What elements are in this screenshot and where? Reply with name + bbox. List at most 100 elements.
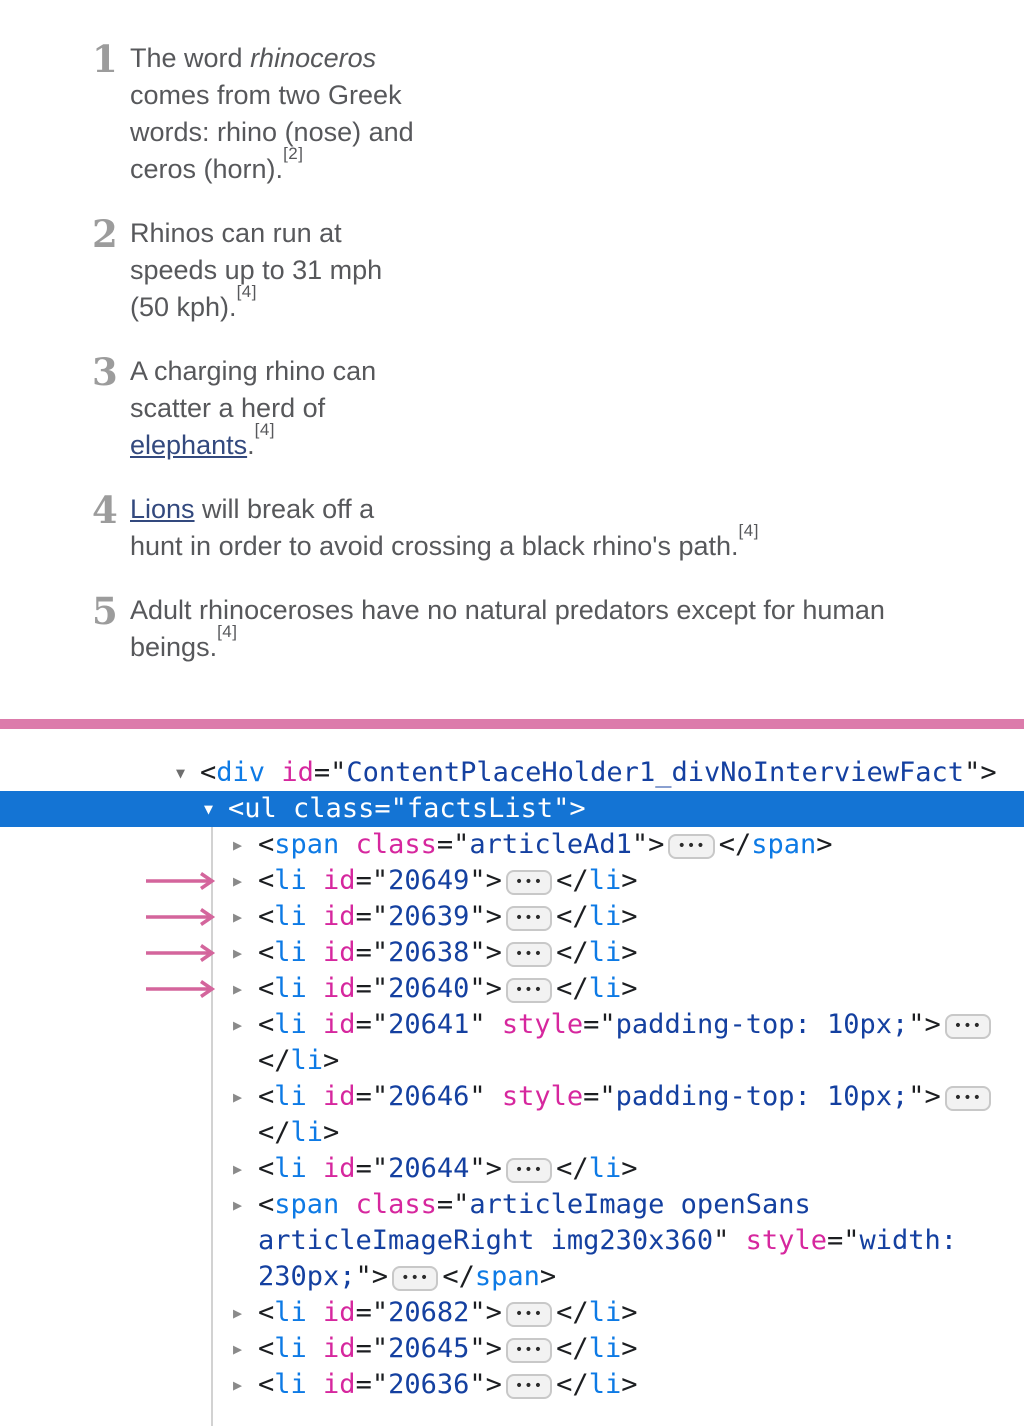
code-punctuation (307, 973, 323, 1004)
devtools-node-row[interactable]: ▶<li id="20645">•••</li> (0, 1331, 1024, 1367)
annotation-arrow-icon (146, 944, 216, 962)
expand-arrow-icon[interactable]: ▶ (233, 908, 243, 926)
lions-link[interactable]: Lions (130, 494, 195, 524)
devtools-code-line: <li id="20639">•••</li> (0, 899, 1024, 935)
devtools-code-line: <li id="20645">•••</li> (0, 1331, 1024, 1367)
code-tag-name: li (588, 937, 622, 968)
code-punctuation: =" (355, 1009, 389, 1040)
code-attribute-value: width: (859, 1225, 958, 1256)
code-tag-name: span (474, 1261, 540, 1292)
devtools-code-line: <div id="ContentPlaceHolder1_divNoInterv… (0, 755, 1024, 791)
citation-ref[interactable]: [2] (283, 144, 304, 163)
expand-arrow-icon[interactable]: ▶ (233, 944, 243, 962)
fact-text: Adult rhinoceroses have no natural preda… (130, 592, 885, 666)
code-punctuation: =" (313, 757, 347, 788)
citation-ref[interactable]: [4] (254, 420, 276, 439)
expand-arrow-icon[interactable]: ▶ (233, 1088, 243, 1106)
code-punctuation: "> (469, 901, 502, 932)
expand-arrow-icon[interactable]: ▶ (233, 1016, 243, 1034)
devtools-node-row[interactable]: ▼<ul class="factsList"> (0, 791, 1024, 827)
code-punctuation: </ (556, 1297, 589, 1328)
devtools-node-row[interactable]: ▶<li id="20640">•••</li> (0, 971, 1024, 1007)
code-attribute-name: id (323, 1333, 356, 1364)
code-punctuation (307, 1081, 323, 1112)
expand-arrow-icon[interactable]: ▶ (233, 1376, 243, 1394)
devtools-code-line: </li> (0, 1115, 1024, 1151)
fact-text-line: speeds up to 31 mph (130, 252, 382, 289)
code-punctuation: "> (553, 793, 586, 824)
code-punctuation: > (621, 901, 638, 932)
devtools-node-row[interactable]: ▶<li id="20644">•••</li> (0, 1151, 1024, 1187)
code-tag-name: li (274, 1081, 307, 1112)
annotation-arrow-icon (146, 980, 216, 998)
devtools-node-row[interactable]: ▶<li id="20638">•••</li> (0, 935, 1024, 971)
fact-text-span: speeds up to 31 mph (130, 255, 383, 285)
elephants-link[interactable]: elephants (130, 430, 248, 460)
expand-arrow-icon[interactable]: ▶ (233, 1160, 243, 1178)
citation-ref[interactable]: [4] (217, 622, 238, 641)
devtools-node-row[interactable]: ▶<li id="20641" style="padding-top: 10px… (0, 1007, 1024, 1079)
citation-ref[interactable]: [4] (738, 521, 759, 540)
code-attribute-value: padding-top: 10px; (615, 1009, 909, 1040)
fact-text-span: A charging rhino can (130, 356, 377, 386)
expand-arrow-icon[interactable]: ▶ (233, 1304, 243, 1322)
fact-text-span: scatter a herd of (130, 393, 326, 423)
indent-guide-line (211, 827, 213, 1426)
code-attribute-name: id (281, 757, 314, 788)
code-tag-name: li (274, 1297, 307, 1328)
devtools-code-line: </li> (0, 1043, 1024, 1079)
fact-text-span: hunt in order to avoid crossing a black … (130, 531, 739, 561)
expand-arrow-icon[interactable]: ▶ (233, 1340, 243, 1358)
code-tag-name: li (588, 973, 622, 1004)
devtools-elements-panel: ▼<div id="ContentPlaceHolder1_divNoInter… (0, 729, 1024, 1426)
code-punctuation: < (258, 901, 275, 932)
code-attribute-value: factsList (406, 793, 554, 824)
ellipsis-expand-badge[interactable]: ••• (505, 978, 553, 1003)
code-punctuation: < (258, 829, 275, 860)
devtools-code-line: <li id="20682">•••</li> (0, 1295, 1024, 1331)
fact-text-line: comes from two Greek (130, 77, 414, 114)
code-punctuation: > (621, 973, 638, 1004)
devtools-node-row[interactable]: ▶<li id="20682">•••</li> (0, 1295, 1024, 1331)
ellipsis-expand-badge[interactable]: ••• (505, 1158, 553, 1183)
code-punctuation: > (539, 1261, 557, 1292)
fact-text-italic: rhinoceros (250, 43, 377, 73)
ellipsis-expand-badge[interactable]: ••• (505, 906, 553, 931)
expand-arrow-icon[interactable]: ▶ (233, 1196, 243, 1214)
code-attribute-name: style (745, 1225, 827, 1256)
code-attribute-value: 20640 (388, 973, 470, 1004)
citation-ref[interactable]: [4] (236, 282, 257, 301)
ellipsis-expand-badge[interactable]: ••• (944, 1086, 992, 1111)
fact-text-line: hunt in order to avoid crossing a black … (130, 522, 759, 565)
fact-text-line: scatter a herd of (130, 390, 376, 427)
expand-arrow-icon[interactable]: ▶ (233, 872, 243, 890)
code-attribute-value: 20644 (388, 1153, 470, 1184)
devtools-node-row[interactable]: ▶<li id="20639">•••</li> (0, 899, 1024, 935)
devtools-node-row[interactable]: ▶<li id="20636">•••</li> (0, 1367, 1024, 1403)
devtools-node-row[interactable]: ▶<li id="20649">•••</li> (0, 863, 1024, 899)
expand-arrow-icon[interactable]: ▶ (233, 836, 243, 854)
collapse-arrow-icon[interactable]: ▼ (176, 764, 186, 782)
devtools-code-line: <li id="20646" style="padding-top: 10px;… (0, 1079, 1024, 1115)
code-punctuation: =" (583, 1009, 616, 1040)
ellipsis-expand-badge[interactable]: ••• (392, 1266, 439, 1291)
expand-arrow-icon[interactable]: ▶ (233, 980, 243, 998)
code-tag-name: li (274, 1333, 307, 1364)
ellipsis-expand-badge[interactable]: ••• (944, 1014, 992, 1039)
ellipsis-expand-badge[interactable]: ••• (668, 834, 715, 859)
devtools-node-row[interactable]: ▼<div id="ContentPlaceHolder1_divNoInter… (0, 755, 1024, 791)
ellipsis-expand-badge[interactable]: ••• (505, 942, 553, 967)
ellipsis-expand-badge[interactable]: ••• (505, 1302, 553, 1327)
collapse-arrow-icon[interactable]: ▼ (204, 800, 214, 818)
code-punctuation: </ (556, 865, 589, 896)
code-attribute-name: id (323, 973, 356, 1004)
devtools-node-row[interactable]: ▶<span class="articleAd1">•••</span> (0, 827, 1024, 863)
ellipsis-expand-badge[interactable]: ••• (505, 1374, 553, 1399)
devtools-node-row[interactable]: ▶<li id="20646" style="padding-top: 10px… (0, 1079, 1024, 1151)
ellipsis-expand-badge[interactable]: ••• (505, 870, 553, 895)
devtools-code-line: <span class="articleAd1">•••</span> (0, 827, 1024, 863)
ellipsis-expand-badge[interactable]: ••• (505, 1338, 553, 1363)
